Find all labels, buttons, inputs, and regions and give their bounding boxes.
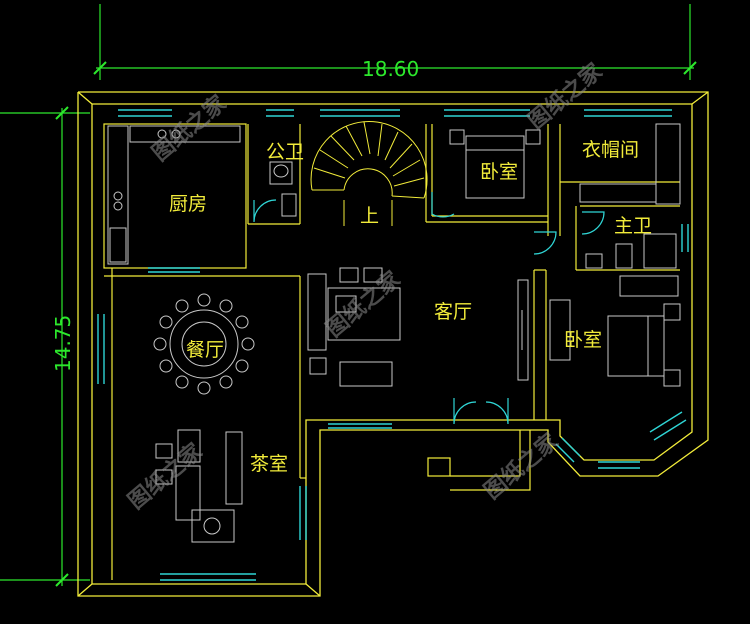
watermarks: 图纸之家 图纸之家 图纸之家 图纸之家 图纸之家 <box>123 57 608 514</box>
master-bath-label: 主卫 <box>614 215 652 237</box>
exterior-walls <box>77 91 709 597</box>
dimension-lines <box>0 4 697 587</box>
watermark-5: 图纸之家 <box>479 427 564 504</box>
bedroom-top-label: 卧室 <box>480 161 518 183</box>
windows <box>97 109 689 581</box>
tea-room-label: 茶室 <box>250 453 288 475</box>
bedroom-right-label: 卧室 <box>564 329 602 351</box>
doors <box>253 192 605 425</box>
spiral-staircase <box>310 121 428 226</box>
watermark-2: 图纸之家 <box>523 57 608 134</box>
room-labels: 厨房 公卫 上 卧室 衣帽间 主卫 客厅 卧室 餐厅 茶室 <box>169 139 652 475</box>
height-dimension-label: 14.75 <box>51 315 75 372</box>
furniture <box>107 123 681 543</box>
wardrobe-label: 衣帽间 <box>582 139 639 161</box>
kitchen-label: 厨房 <box>169 193 207 215</box>
watermark-4: 图纸之家 <box>123 437 208 514</box>
width-dimension-label: 18.60 <box>362 57 419 81</box>
public-bath-label: 公卫 <box>266 141 304 163</box>
living-room-label: 客厅 <box>434 301 472 323</box>
watermark-1: 图纸之家 <box>147 89 232 166</box>
dining-room-label: 餐厅 <box>186 339 224 361</box>
stairs-up-label: 上 <box>360 205 379 227</box>
